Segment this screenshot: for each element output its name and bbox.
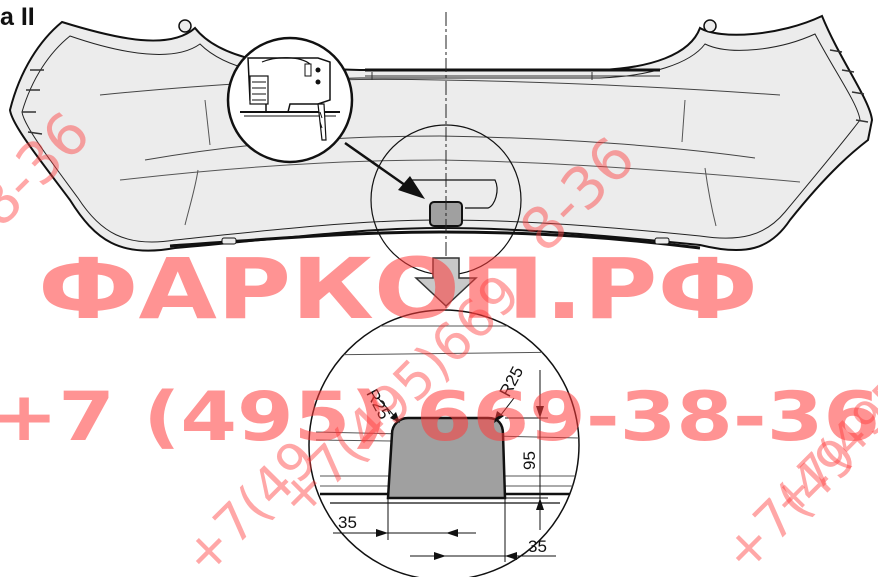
- pointer-arrow: [344, 141, 425, 199]
- figure-label: a II: [0, 3, 35, 31]
- watermark-brand: ФАРКОП.РФ: [38, 240, 758, 338]
- dim-height: 95: [505, 370, 548, 530]
- dim-width-right: 35: [410, 498, 556, 562]
- width-left-label: 35: [338, 513, 357, 532]
- detail-circle: [308, 309, 580, 577]
- dim-width-left: 35: [333, 498, 476, 540]
- rear-bumper: [8, 14, 874, 252]
- width-right-label: 35: [528, 537, 547, 556]
- watermark-phone: +7 (495) 669-38-36: [0, 378, 878, 457]
- cutout-shape: [386, 416, 507, 500]
- down-arrow: [414, 257, 478, 308]
- height-label: 95: [520, 451, 539, 470]
- jigsaw-icon: [240, 57, 340, 141]
- jigsaw-inset: [226, 36, 354, 164]
